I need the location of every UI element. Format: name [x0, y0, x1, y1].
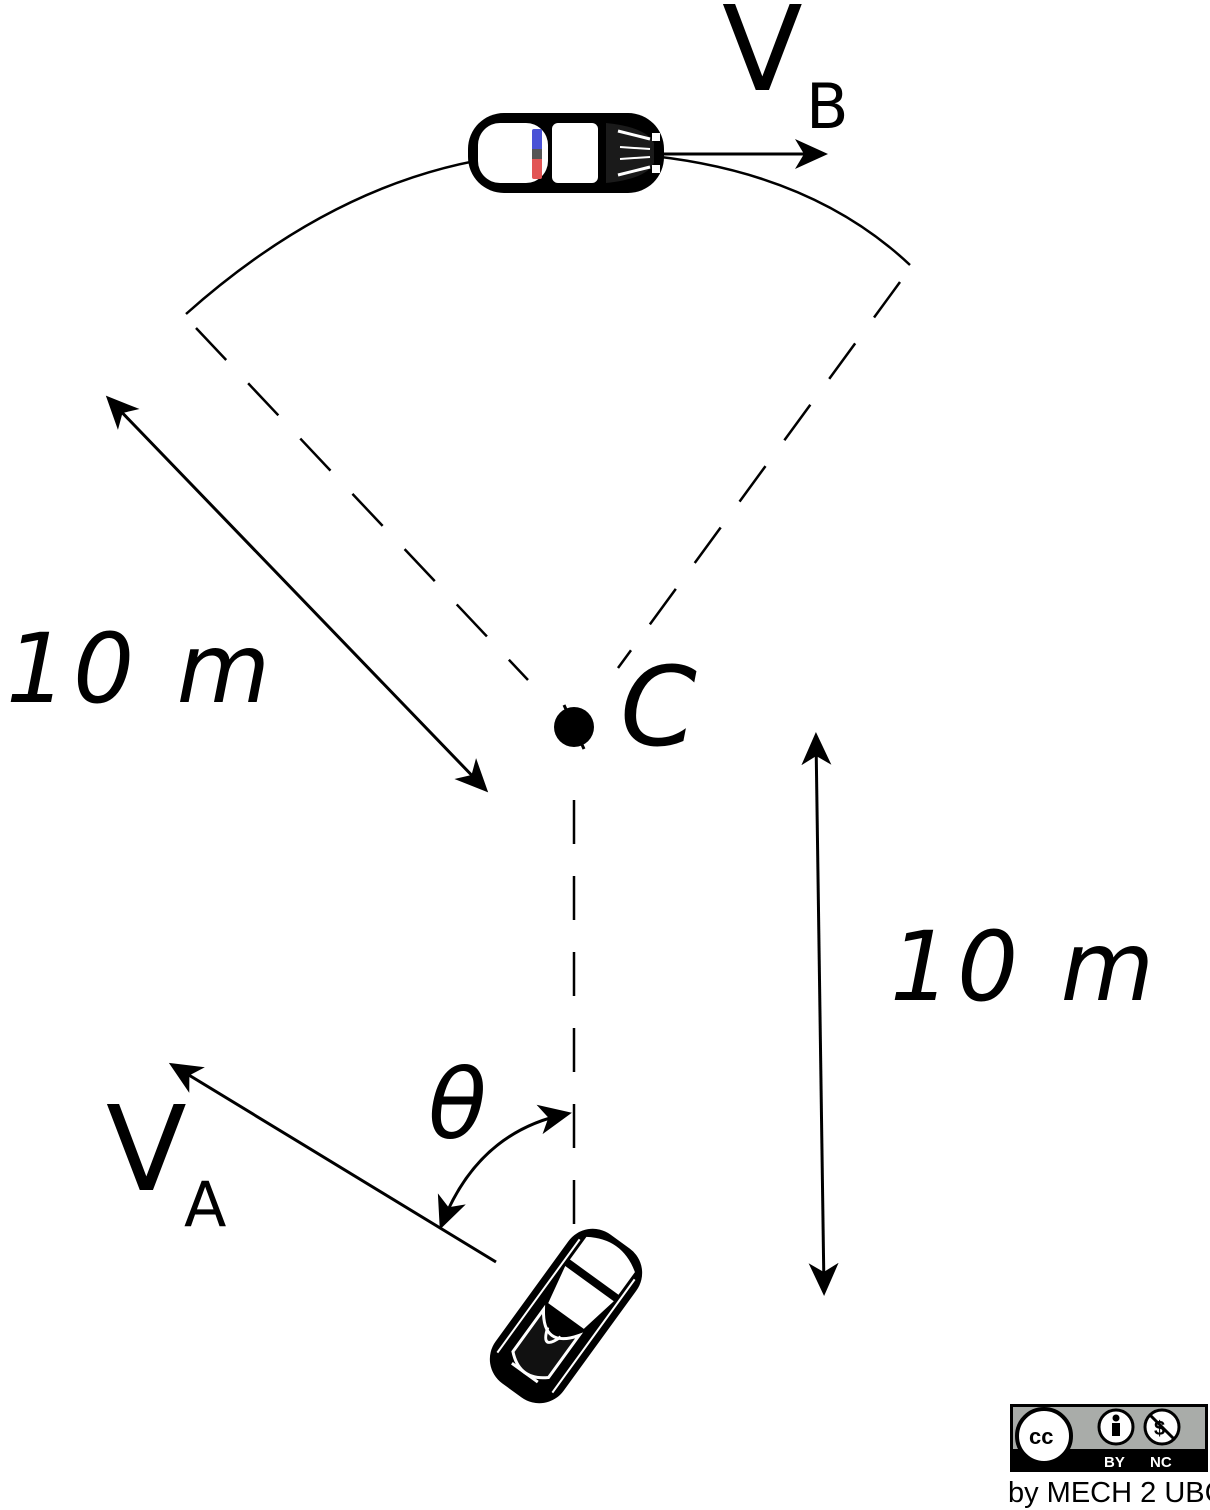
car-b: [468, 113, 664, 193]
dimension-arrow-radius: [105, 395, 489, 793]
by-text: BY: [1104, 1454, 1125, 1471]
credit-text: by MECH 2 UBC: [1008, 1477, 1210, 1509]
velocity-a-subscript: A: [184, 1168, 226, 1241]
center-label: C: [620, 643, 697, 771]
distance-label-upper: 10 m: [6, 613, 276, 725]
nc-text: NC: [1150, 1454, 1172, 1471]
velocity-b-subscript: B: [806, 70, 849, 143]
dimension-arrow-vertical: [801, 732, 839, 1296]
siren-blue: [532, 129, 542, 151]
license-badge[interactable]: cc $ BY NC: [1010, 1404, 1208, 1472]
cc-text: cc: [1029, 1424, 1053, 1449]
siren-red: [532, 157, 542, 179]
velocity-b-label: V: [722, 0, 803, 118]
dashed-radius-right: [616, 281, 902, 669]
svg-text:$: $: [1154, 1418, 1165, 1440]
distance-label-right: 10 m: [890, 911, 1160, 1023]
car-a: [489, 1228, 643, 1404]
cc-icon: [1015, 1407, 1073, 1465]
velocity-a-label: V: [106, 1080, 187, 1218]
angle-arc: [437, 1104, 572, 1230]
angle-label: θ: [428, 1049, 487, 1161]
